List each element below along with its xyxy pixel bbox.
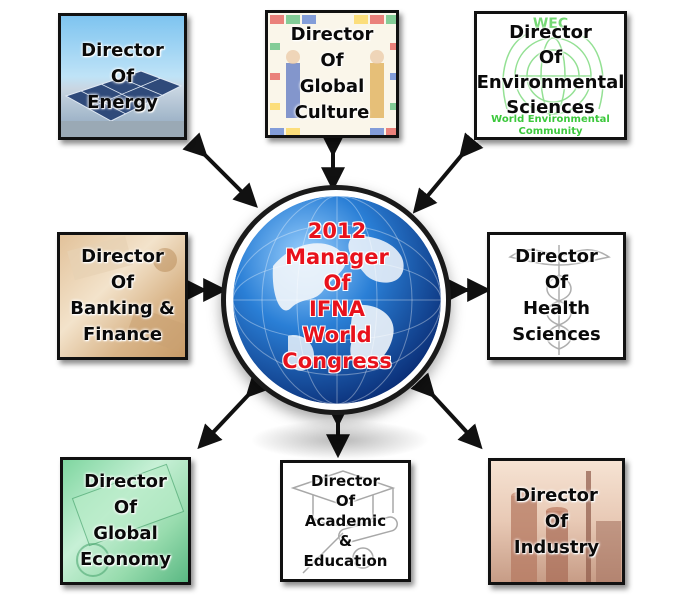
node-line: Director [515, 484, 598, 506]
center-title: 2012 Manager Of IFNA World Congress [233, 206, 441, 386]
arrow-industry [410, 372, 483, 450]
node-line: & [338, 532, 353, 550]
node-line: Of [544, 510, 569, 532]
node-environmental-sciences: WEC World Environmental Community Direct… [474, 11, 627, 140]
node-line: Academic [304, 512, 387, 530]
node-line: Culture [294, 102, 370, 123]
node-line: Energy [87, 91, 158, 113]
node-line: Economy [79, 549, 171, 570]
node-line: Director [515, 246, 598, 267]
node-line: Director [509, 22, 592, 43]
node-line: Director [311, 472, 380, 490]
node-line: Of [110, 272, 135, 293]
node-health-sciences: Director Of Health Sciences [487, 232, 626, 360]
graduation-cap-image [283, 463, 408, 579]
center-line: IFNA [309, 297, 365, 321]
center-line: Congress [282, 349, 392, 373]
caduceus-image [490, 235, 623, 357]
center-line: Manager [285, 245, 389, 269]
node-global-economy: Director Of Global Economy [60, 457, 191, 585]
node-energy: Director Of Energy [58, 13, 187, 140]
arrow-energy [182, 132, 258, 208]
node-line: Sciences [512, 324, 601, 345]
node-line: Environmental [476, 72, 625, 93]
node-line: Global [93, 523, 158, 544]
solar-panel-image [61, 16, 184, 137]
flags-people-image [268, 13, 396, 135]
node-line: Global [299, 76, 365, 97]
node-line: Banking & [70, 298, 175, 319]
arrow-environmental-sciences [412, 132, 484, 214]
node-line: Director [81, 246, 164, 267]
money-image [60, 235, 185, 357]
hub-shadow [250, 420, 430, 460]
node-line: Of [538, 47, 563, 68]
node-line: Director [290, 24, 374, 45]
node-banking-finance: Director Of Banking & Finance [57, 232, 188, 360]
node-line: Industry [513, 536, 600, 558]
node-line: Of [544, 272, 569, 293]
node-industry: Director Of Industry [488, 458, 625, 585]
wec-logo-line2: Community [518, 126, 583, 137]
factory-image [491, 461, 622, 582]
center-line: 2012 [307, 219, 367, 243]
node-line: Of [110, 65, 135, 87]
globe-image [233, 196, 441, 404]
arrow-global-economy [197, 372, 271, 450]
node-global-culture: Director Of Global Culture [265, 10, 399, 138]
node-line: Health [522, 298, 590, 319]
center-line: Of [323, 271, 351, 295]
node-line: Director [81, 39, 164, 61]
wec-logo-title: WEC [532, 16, 569, 32]
node-line: Of [320, 50, 344, 71]
node-line: Education [303, 552, 388, 570]
node-academic-education: Director Of Academic & Education [280, 460, 411, 582]
node-line: Director [84, 471, 167, 492]
node-line: Finance [82, 324, 163, 345]
wec-logo-line1: World Environmental [491, 114, 610, 125]
node-line: Sciences [506, 97, 595, 118]
wec-logo-image: WEC World Environmental Community [477, 14, 624, 137]
center-line: World [302, 323, 372, 347]
node-line: Of [335, 492, 356, 510]
dollar-image [63, 460, 188, 582]
node-line: Of [113, 497, 138, 518]
